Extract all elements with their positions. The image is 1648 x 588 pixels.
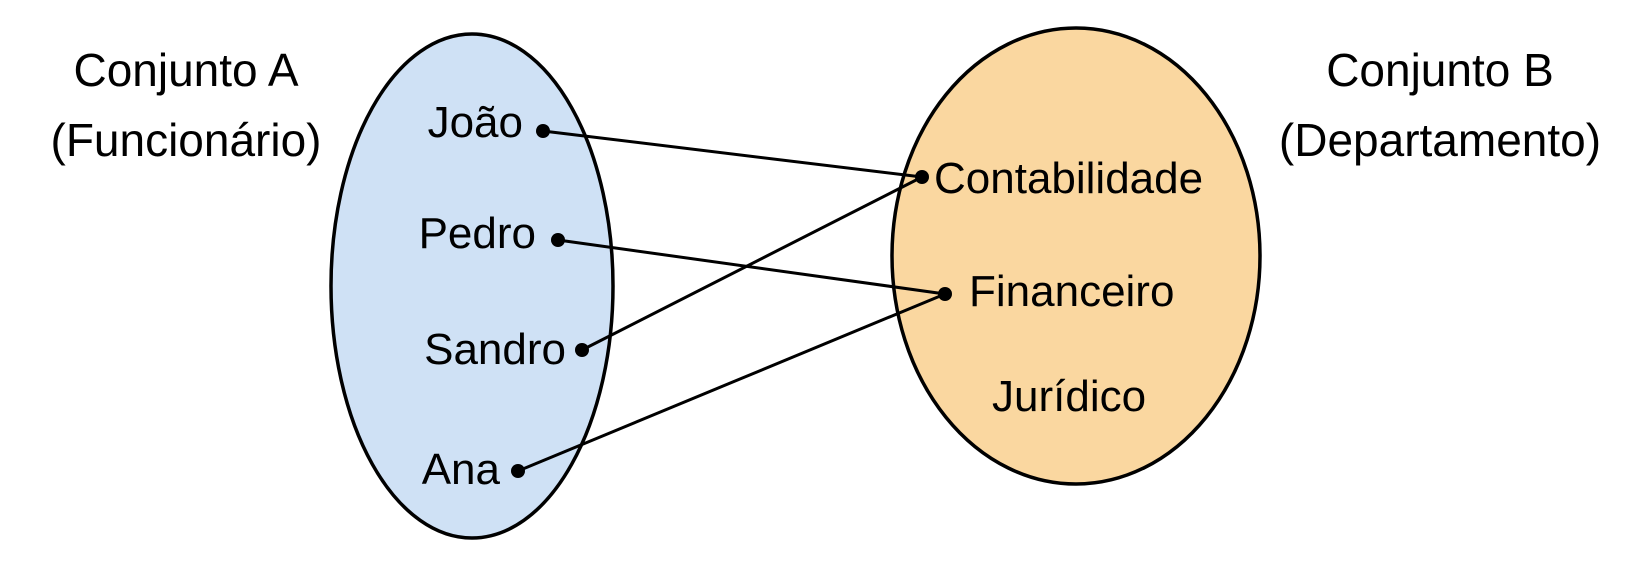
- relation-line-sandro-contabilidade: [581, 175, 923, 352]
- set-b-element-juridico: Jurídico: [992, 372, 1146, 421]
- set-b-element-contabilidade: Contabilidade: [934, 154, 1203, 203]
- set-a-ellipse: [329, 32, 615, 540]
- relation-line-ana-financeiro: [517, 292, 946, 473]
- set-b-title: Conjunto B: [1326, 44, 1554, 96]
- set-b-ellipse: [890, 26, 1262, 486]
- set-b-element-financeiro: Financeiro: [969, 267, 1174, 316]
- dot-joao: [536, 124, 550, 138]
- set-a-title: Conjunto A: [73, 44, 298, 96]
- set-a-element-ana: Ana: [422, 445, 501, 494]
- set-a-element-joao: João: [428, 98, 523, 147]
- dot-contabilidade: [915, 170, 929, 184]
- relation-line-joao-contabilidade: [542, 129, 923, 179]
- relation-lines: [517, 129, 946, 473]
- relation-endpoints: [511, 124, 952, 478]
- dot-financeiro: [938, 287, 952, 301]
- relation-line-pedro-financeiro: [557, 238, 946, 296]
- dot-ana: [511, 464, 525, 478]
- dot-sandro: [575, 343, 589, 357]
- set-a-subtitle: (Funcionário): [51, 114, 322, 166]
- dot-pedro: [551, 233, 565, 247]
- set-b-subtitle: (Departamento): [1279, 114, 1601, 166]
- set-a-element-pedro: Pedro: [419, 209, 536, 258]
- set-a-element-sandro: Sandro: [424, 325, 566, 374]
